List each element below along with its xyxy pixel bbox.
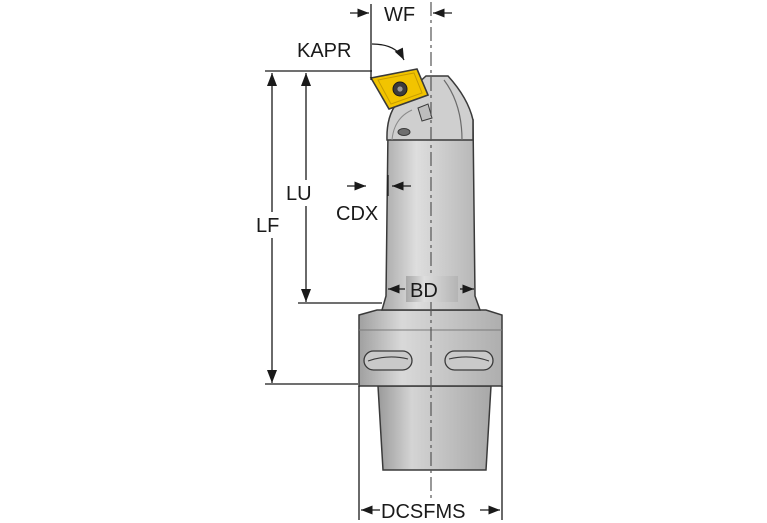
coupling-base: [377, 385, 492, 471]
label-cdx: CDX: [336, 203, 378, 225]
label-kapr: KAPR: [297, 40, 351, 62]
clamping-slot-right: [444, 350, 494, 371]
clamping-slot-left: [363, 350, 413, 371]
label-lf: LF: [256, 215, 279, 237]
cutting-insert: [369, 68, 430, 110]
label-lu: LU: [286, 183, 312, 205]
label-wf: WF: [384, 4, 415, 26]
coolant-hole: [397, 128, 411, 136]
label-bd: BD: [410, 280, 438, 302]
label-dcsfms: DCSFMS: [381, 501, 465, 523]
kapr-arc: [371, 43, 405, 61]
dimension-labels: WF KAPR LU LF CDX BD DCSFMS: [252, 0, 480, 523]
dimension-lines: [265, 4, 503, 520]
